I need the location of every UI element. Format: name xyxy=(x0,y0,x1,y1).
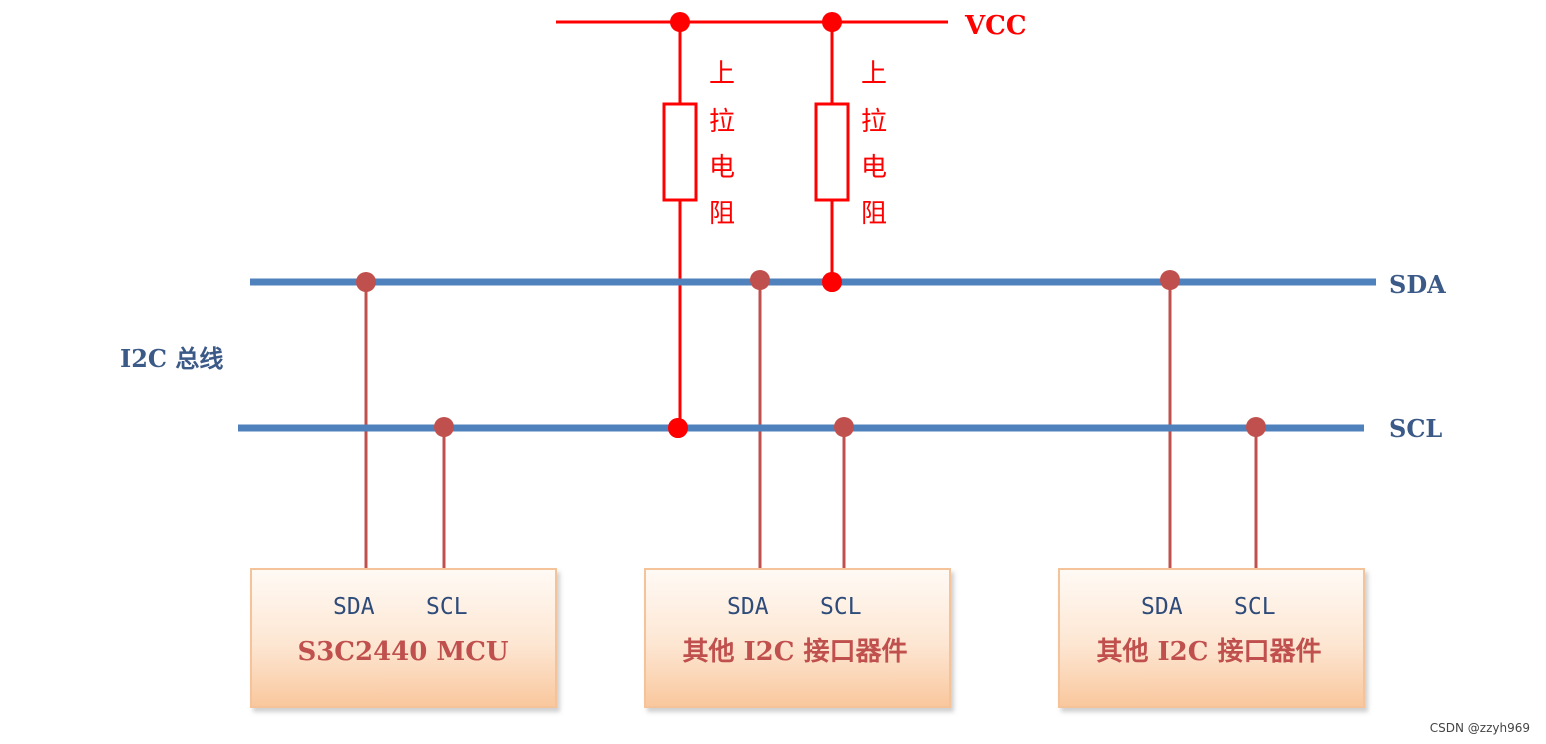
tap-dot-mcu-scl xyxy=(434,417,454,437)
pullup-resistor-sda xyxy=(814,102,850,202)
watermark-text: CSDN @zzyh969 xyxy=(1430,721,1530,735)
vcc-junction-dot-2 xyxy=(822,12,842,32)
vcc-junction-dot-1 xyxy=(670,12,690,32)
tap-dot-dev3-sda xyxy=(1160,270,1180,290)
device-2-pin-scl: SCL xyxy=(820,594,862,620)
vcc-label: VCC xyxy=(964,11,1027,41)
device-2-pin-sda: SDA xyxy=(727,594,769,620)
resistor-label-1-char-4: 阻 xyxy=(709,199,735,229)
device-box-2-body xyxy=(644,568,951,708)
resistor-label-2-char-1: 上 xyxy=(861,59,887,89)
device-box-3: SDA SCL 其他 I2C 接口器件 xyxy=(1058,568,1365,708)
scl-pullup-junction-dot-top xyxy=(668,418,688,438)
tap-dot-mcu-sda xyxy=(356,272,376,292)
tap-dot-dev2-sda xyxy=(750,270,770,290)
resistor-label-2-char-2: 拉 xyxy=(861,107,887,137)
tap-dot-dev3-scl xyxy=(1246,417,1266,437)
device-box-mcu-body xyxy=(250,568,557,708)
bus-name-label: I2C 总线 xyxy=(120,344,223,373)
device-3-title: 其他 I2C 接口器件 xyxy=(1096,637,1321,667)
resistor-label-1-char-1: 上 xyxy=(709,59,735,89)
resistor-label-1-char-3: 电 xyxy=(709,153,735,183)
tap-dot-dev2-scl xyxy=(834,417,854,437)
device-mcu-title: S3C2440 MCU xyxy=(297,637,508,667)
resistor-label-2-char-3: 电 xyxy=(861,153,887,183)
device-3-pin-sda: SDA xyxy=(1141,594,1183,620)
resistor-label-1-char-2: 拉 xyxy=(709,107,735,137)
device-box-3-body xyxy=(1058,568,1365,708)
device-3-pin-scl: SCL xyxy=(1234,594,1276,620)
device-box-mcu: SDA SCL S3C2440 MCU xyxy=(250,568,557,708)
sda-bus-label: SDA xyxy=(1389,270,1446,299)
device-mcu-pin-sda: SDA xyxy=(333,594,375,620)
device-tap-dots xyxy=(356,270,1266,437)
scl-bus-label: SCL xyxy=(1389,414,1442,443)
device-2-title: 其他 I2C 接口器件 xyxy=(682,637,907,667)
pullup-resistor-scl xyxy=(662,102,698,202)
device-box-2: SDA SCL 其他 I2C 接口器件 xyxy=(644,568,951,708)
sda-pullup-junction-dot-top xyxy=(822,272,842,292)
resistor-label-2-char-4: 阻 xyxy=(861,199,887,229)
device-mcu-pin-scl: SCL xyxy=(426,594,468,620)
